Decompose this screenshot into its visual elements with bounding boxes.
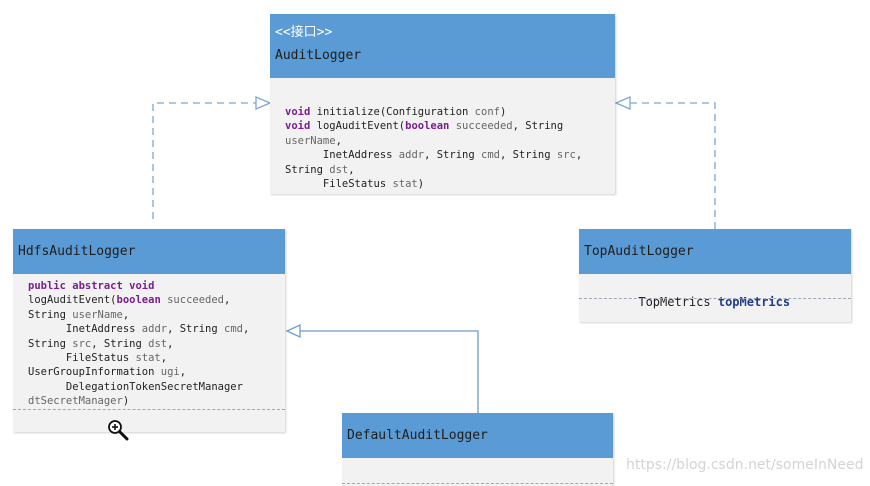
code-token: , <box>575 149 583 162</box>
code-token: , String <box>512 120 564 133</box>
code-token: , <box>242 323 250 336</box>
code-token: logAuditEvent( <box>310 120 406 133</box>
code-token: , <box>122 308 130 321</box>
code-token: , String <box>424 149 481 162</box>
class-name-auditlogger: AuditLogger <box>275 48 362 63</box>
code-token: InetAddress <box>28 323 142 336</box>
top-field: TopMetrics topMetrics <box>595 281 790 323</box>
hdfs-method-line: public abstract void <box>28 279 285 293</box>
code-token: void <box>285 106 311 118</box>
class-topauditlogger-header: TopAuditLogger <box>579 229 851 274</box>
code-token: , <box>160 352 168 365</box>
class-name-defaultauditlogger: DefaultAuditLogger <box>347 428 488 443</box>
generalization-arrowhead <box>285 323 301 339</box>
code-token: , <box>335 134 342 147</box>
hdfs-method-line: DelegationTokenSecretManager <box>28 380 285 394</box>
realization-top-to-auditlogger <box>630 102 716 229</box>
interface-auditlogger-header: <<接口>> AuditLogger <box>270 14 615 78</box>
interface-method-line: FileStatus stat) <box>285 177 615 191</box>
interface-auditlogger: <<接口>> AuditLogger void initialize(Confi… <box>270 14 615 194</box>
code-token: String <box>285 163 330 176</box>
default-separator <box>342 483 613 484</box>
code-token: , String <box>499 149 557 162</box>
code-token: conf <box>474 106 500 118</box>
code-token: addr <box>398 149 425 162</box>
code-token: String <box>28 337 73 350</box>
hdfs-method-line: logAuditEvent(boolean succeeded, <box>28 293 285 307</box>
code-token: , String <box>91 337 149 350</box>
watermark: https://blog.csdn.net/someInNeed <box>626 457 864 473</box>
code-token: , <box>167 337 174 350</box>
code-token: addr <box>141 323 168 336</box>
code-token: , <box>348 163 355 176</box>
code-token: userName <box>285 134 336 147</box>
code-token: InetAddress <box>285 149 399 162</box>
code-token: boolean <box>116 294 161 307</box>
code-token: , <box>179 366 187 379</box>
interface-methods: void initialize(Configuration conf)void … <box>270 78 615 191</box>
hdfs-separator <box>13 409 285 410</box>
code-token: public abstract void <box>28 280 155 292</box>
top-separator <box>579 298 851 299</box>
code-token: initialize(Configuration <box>310 106 475 118</box>
code-token: ugi <box>160 366 180 379</box>
code-token: src <box>72 337 92 350</box>
realization-hdfs-to-auditlogger <box>152 102 257 219</box>
code-token: src <box>556 149 576 162</box>
code-token: cmd <box>224 323 243 336</box>
interface-method-line: String dst, <box>285 163 615 177</box>
code-token: ) <box>417 178 425 191</box>
interface-method-line: void initialize(Configuration conf) <box>285 105 615 119</box>
interface-method-line: InetAddress addr, String cmd, String src… <box>285 148 615 162</box>
code-token: FileStatus <box>285 178 393 191</box>
code-token: succeeded <box>167 294 225 307</box>
hdfs-method-line: String userName, <box>28 308 285 322</box>
code-token: dtSecretManager <box>28 395 123 408</box>
code-token: FileStatus <box>28 352 136 365</box>
code-token: dst <box>148 337 168 350</box>
stereotype-label: <<接口>> <box>275 25 333 40</box>
interface-method-line: userName, <box>285 134 615 148</box>
code-token: UserGroupInformation <box>28 366 161 379</box>
code-token: ) <box>122 395 130 408</box>
class-hdfsauditlogger-header: HdfsAuditLogger <box>13 229 285 274</box>
hdfs-method-line: String src, String dst, <box>28 337 285 351</box>
zoom-in-icon[interactable] <box>106 418 130 442</box>
code-token: String <box>28 308 73 321</box>
code-token: stat <box>135 352 161 365</box>
code-token: logAuditEvent( <box>28 294 117 307</box>
hdfs-method-line: InetAddress addr, String cmd, <box>28 322 285 336</box>
code-token: void <box>285 120 311 133</box>
hdfs-method-line: UserGroupInformation ugi, <box>28 365 285 379</box>
class-defaultauditlogger-header: DefaultAuditLogger <box>342 413 613 458</box>
code-token: userName <box>72 308 123 321</box>
class-topauditlogger: TopAuditLogger TopMetrics topMetrics <box>579 229 851 322</box>
class-name-hdfsauditlogger: HdfsAuditLogger <box>18 244 136 259</box>
code-token: dst <box>329 163 349 176</box>
code-token: cmd <box>481 149 500 162</box>
code-token: , String <box>167 323 224 336</box>
code-token: boolean <box>405 120 450 133</box>
code-token: ) <box>499 106 507 118</box>
class-name-topauditlogger: TopAuditLogger <box>584 244 694 259</box>
code-token: succeeded <box>455 120 513 133</box>
class-defaultauditlogger: DefaultAuditLogger <box>342 413 613 486</box>
code-token: stat <box>392 178 418 191</box>
interface-method-line: void logAuditEvent(boolean succeeded, St… <box>285 119 615 133</box>
realization-arrowhead-right <box>614 96 631 110</box>
realization-arrowhead-left <box>255 96 272 110</box>
hdfs-method-line: dtSecretManager) <box>28 394 285 408</box>
code-token: , <box>224 294 231 307</box>
generalization-default-to-hdfs <box>300 330 479 413</box>
hdfs-method-line: FileStatus stat, <box>28 351 285 365</box>
code-token: DelegationTokenSecretManager <box>28 380 243 393</box>
